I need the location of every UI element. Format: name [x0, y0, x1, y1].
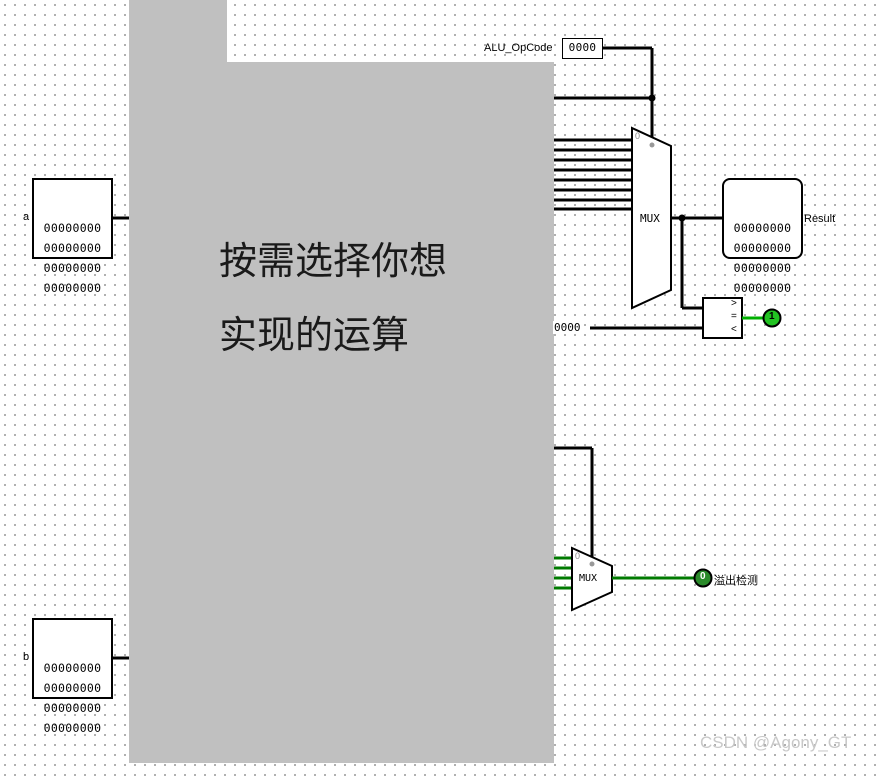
mux-main-shape [631, 126, 672, 310]
overlay-panel-main [129, 62, 554, 763]
input-a-pin[interactable] [32, 178, 113, 259]
comparator-gt: > [731, 298, 737, 309]
comparator-lt: < [731, 324, 737, 335]
mux-input-wires [552, 138, 632, 211]
watermark: CSDN @Agony_GT [700, 733, 852, 752]
mux-overflow-select-marker: 0 [575, 551, 581, 561]
overflow-led [693, 568, 713, 588]
wire-junction [648, 94, 656, 102]
comparator-eq: = [731, 311, 737, 322]
mux-overflow-shape [571, 546, 613, 612]
result-pin [722, 178, 803, 259]
overflow-value: 0 [700, 571, 706, 582]
input-a-label: a [23, 211, 30, 223]
mux-main-label: MUX [640, 212, 660, 225]
opcode-pin[interactable] [562, 38, 603, 59]
mux-overflow-label: MUX [579, 573, 598, 584]
overflow-mux-input-wires [552, 556, 572, 590]
constant-value: 0000 [553, 321, 582, 334]
input-b-label: b [23, 651, 30, 663]
opcode-value: 0000 [568, 41, 597, 54]
zero-flag-led [762, 308, 782, 328]
overlay-note-line1: 按需选择你想 [219, 239, 448, 283]
result-label: Result [804, 213, 836, 225]
input-b-pin[interactable] [32, 618, 113, 699]
overflow-label: 溢出检测 [714, 574, 758, 587]
mux-main-select-marker: 0 [635, 131, 641, 141]
opcode-label: ALU_OpCode [484, 42, 553, 54]
zero-flag-value: 1 [769, 311, 775, 322]
overlay-note-line2: 实现的运算 [219, 313, 410, 357]
